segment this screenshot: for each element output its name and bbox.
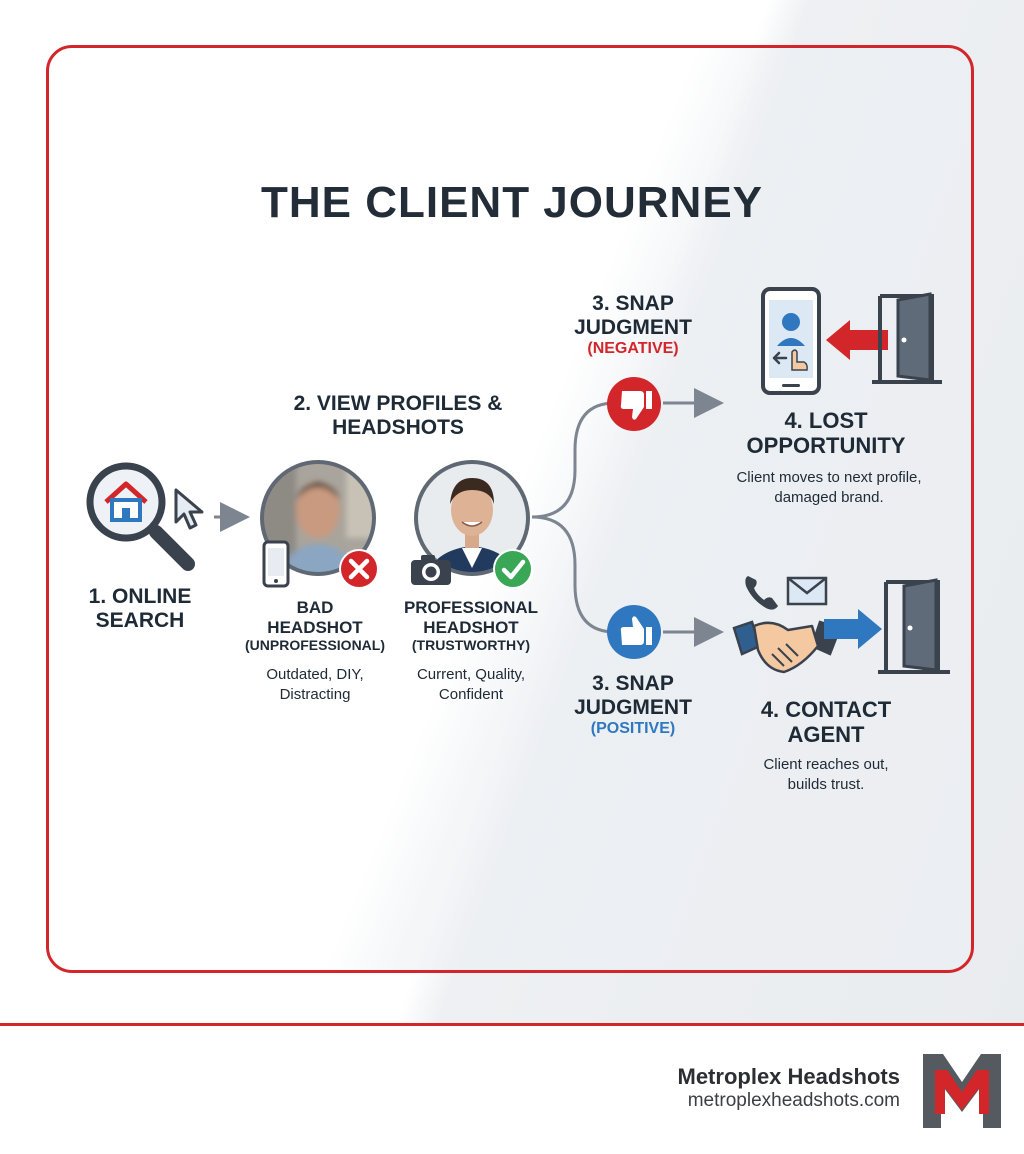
phone-profile-icon <box>761 287 821 395</box>
red-arrow-left-icon <box>826 320 888 360</box>
step-online-search-label: 1. ONLINE SEARCH <box>88 585 192 633</box>
brand-url: metroplexheadshots.com <box>687 1090 900 1111</box>
house-search-icon <box>86 462 195 571</box>
bad-headshot-title: BAD HEADSHOT <box>267 598 363 637</box>
pro-headshot-label: PROFESSIONAL HEADSHOT (TRUSTWORTHY) <box>390 598 552 654</box>
bad-headshot-label: BAD HEADSHOT (UNPROFESSIONAL) <box>232 598 398 654</box>
snap-negative-title: 3. SNAP JUDGMENT <box>574 292 692 340</box>
blue-arrow-right-icon <box>824 609 882 649</box>
bad-headshot-desc: Outdated, DIY, Distracting <box>266 666 364 703</box>
step-view-profiles-label: 2. VIEW PROFILES & HEADSHOTS <box>293 392 503 440</box>
branch-upper <box>531 401 616 519</box>
check-mark-icon <box>493 549 533 589</box>
snap-positive-label: 3. SNAP JUDGMENT (POSITIVE) <box>550 672 716 739</box>
pro-headshot-desc: Current, Quality, Confident <box>416 666 526 703</box>
contact-agent-desc: Client reaches out, builds trust. <box>763 756 889 793</box>
lost-opportunity-title: 4. LOST OPPORTUNITY <box>746 408 906 459</box>
cursor-icon <box>174 488 204 530</box>
footer-divider <box>0 1023 1024 1026</box>
lost-opportunity-label: 4. LOST OPPORTUNITY <box>730 408 922 459</box>
contact-agent-title: 4. CONTACT AGENT <box>760 697 892 748</box>
lost-opportunity-desc: Client moves to next profile, damaged br… <box>736 469 922 506</box>
logo-m-icon <box>921 1052 1003 1130</box>
x-mark-icon <box>339 549 379 589</box>
door-icon-open <box>878 578 950 674</box>
contact-agent-label: 4. CONTACT AGENT <box>740 697 912 748</box>
page-title: THE CLIENT JOURNEY <box>260 178 764 227</box>
snap-positive-sub: (POSITIVE) <box>590 720 676 738</box>
pro-headshot-title: PROFESSIONAL HEADSHOT <box>403 598 539 637</box>
door-icon <box>872 292 942 384</box>
flow-connectors <box>214 388 724 647</box>
envelope-icon <box>786 576 828 606</box>
snap-positive-title: 3. SNAP JUDGMENT <box>574 672 692 720</box>
telephone-icon <box>745 576 778 610</box>
thumbs-up-icon <box>607 605 661 659</box>
pro-headshot-sub: (TRUSTWORTHY) <box>411 637 531 654</box>
phone-icon <box>262 540 290 588</box>
bad-headshot-sub: (UNPROFESSIONAL) <box>245 637 385 654</box>
camera-icon <box>411 555 451 585</box>
thumbs-down-icon <box>607 377 661 431</box>
brand-name: Metroplex Headshots <box>677 1064 901 1089</box>
snap-negative-sub: (NEGATIVE) <box>587 340 679 358</box>
snap-negative-label: 3. SNAP JUDGMENT (NEGATIVE) <box>550 292 716 359</box>
branch-lower <box>531 515 616 634</box>
brand-block: Metroplex Headshots metroplexheadshots.c… <box>678 1064 901 1112</box>
